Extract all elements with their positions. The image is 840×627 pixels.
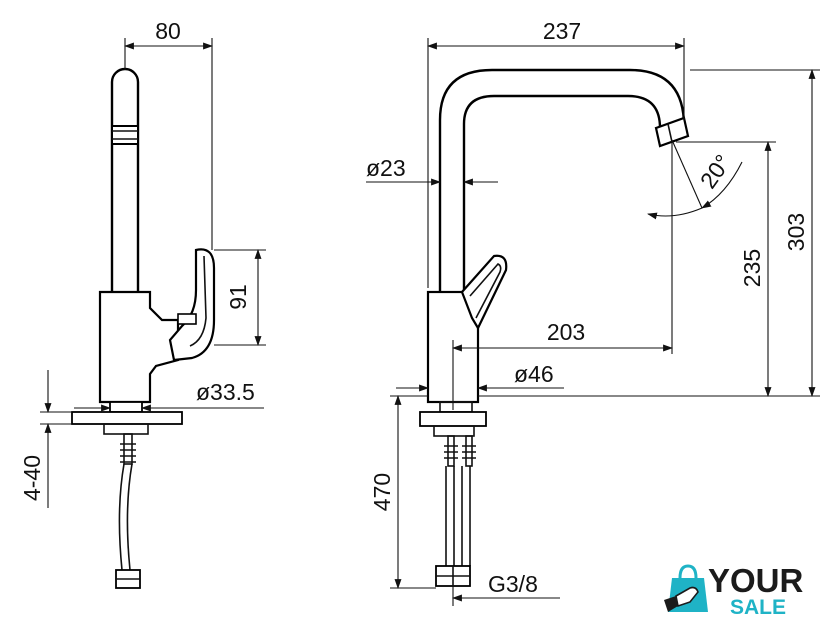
dim-mount-thickness: 4-40 xyxy=(19,455,45,501)
front-lever-handle xyxy=(460,254,508,331)
dim-side-width: 80 xyxy=(155,18,181,44)
side-faucet-body xyxy=(98,290,180,404)
dim-swivel-angle: 20° xyxy=(695,150,736,193)
side-base-washer xyxy=(109,401,143,413)
dim-handle-height: 91 xyxy=(225,284,251,310)
brand-logo: YOUR SALE xyxy=(664,562,804,619)
front-flex-hoses xyxy=(445,466,471,566)
side-mount-plate xyxy=(71,411,183,425)
logo-word-bottom: SALE xyxy=(730,596,786,619)
front-mount-plate xyxy=(419,411,487,427)
front-view: 237 ø23 20° 235 303 203 ø46 470 xyxy=(366,18,820,606)
front-aerator xyxy=(654,116,690,148)
front-spout-tube xyxy=(438,68,686,292)
dim-connection-thread: G3/8 xyxy=(488,571,538,597)
shopping-bag-hand-icon xyxy=(664,564,708,612)
side-flex-hose xyxy=(118,463,133,571)
side-cartridge-cap xyxy=(177,313,197,325)
dim-base-diameter: ø33.5 xyxy=(196,379,255,405)
dim-spout-diameter: ø23 xyxy=(366,155,406,181)
dim-total-reach: 237 xyxy=(543,18,581,44)
dim-spout-height: 235 xyxy=(739,249,765,287)
side-lever-handle xyxy=(168,248,216,362)
side-aerator-band xyxy=(111,125,139,145)
dim-spout-reach: 203 xyxy=(547,319,585,345)
logo-word-top: YOUR xyxy=(708,562,804,599)
dim-body-diameter: ø46 xyxy=(514,361,554,387)
side-spout-tube xyxy=(110,67,140,292)
dim-total-height: 303 xyxy=(783,213,809,251)
dim-hose-length: 470 xyxy=(369,473,395,511)
side-view: 80 91 ø33.5 4-40 xyxy=(19,18,266,589)
